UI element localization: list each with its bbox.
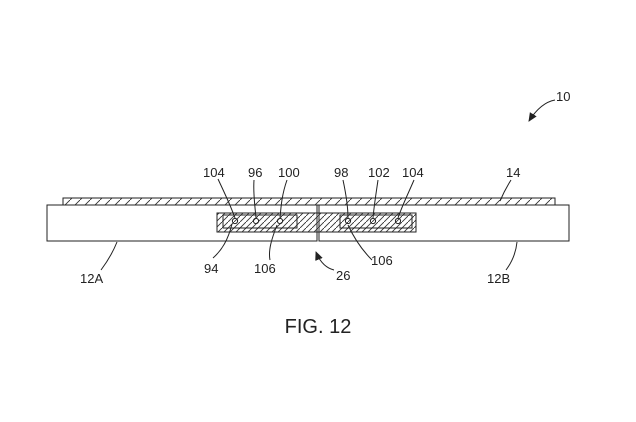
leader-100: [279, 179, 288, 219]
pin-left-inner: [276, 217, 284, 225]
leader-104-left: [217, 178, 236, 219]
label-102: 102: [368, 165, 390, 180]
cover-layer: [62, 197, 556, 206]
leader-12b: [505, 241, 518, 271]
label-10: 10: [556, 89, 570, 104]
arrow-10: [528, 99, 556, 122]
leader-106-right: [347, 224, 373, 261]
pin-right-inner: [344, 217, 352, 225]
leader-104-right: [397, 179, 415, 219]
label-12b: 12B: [487, 271, 510, 286]
leader-96: [253, 179, 257, 219]
label-96: 96: [248, 165, 262, 180]
leader-98: [342, 179, 349, 219]
leader-106-left: [269, 224, 278, 261]
left-link: [222, 214, 298, 229]
label-12a: 12A: [80, 271, 103, 286]
label-94: 94: [204, 261, 218, 276]
leader-94: [212, 223, 233, 259]
hinge-structure: [216, 212, 417, 233]
label-98: 98: [334, 165, 348, 180]
right-link: [339, 214, 413, 229]
leader-14: [499, 179, 512, 202]
pin-left-outer: [231, 217, 239, 225]
figure-caption: FIG. 12: [285, 316, 352, 338]
label-26: 26: [336, 268, 350, 283]
arrow-26: [315, 251, 335, 271]
label-106-left: 106: [254, 261, 276, 276]
label-104-left: 104: [203, 165, 225, 180]
pin-right-outer: [394, 217, 402, 225]
pin-left-middle: [252, 217, 260, 225]
label-106-right: 106: [371, 253, 393, 268]
pin-right-middle: [369, 217, 377, 225]
label-100: 100: [278, 165, 300, 180]
label-14: 14: [506, 165, 520, 180]
leader-12a: [100, 241, 118, 271]
leader-102: [372, 179, 379, 219]
label-104-right: 104: [402, 165, 424, 180]
